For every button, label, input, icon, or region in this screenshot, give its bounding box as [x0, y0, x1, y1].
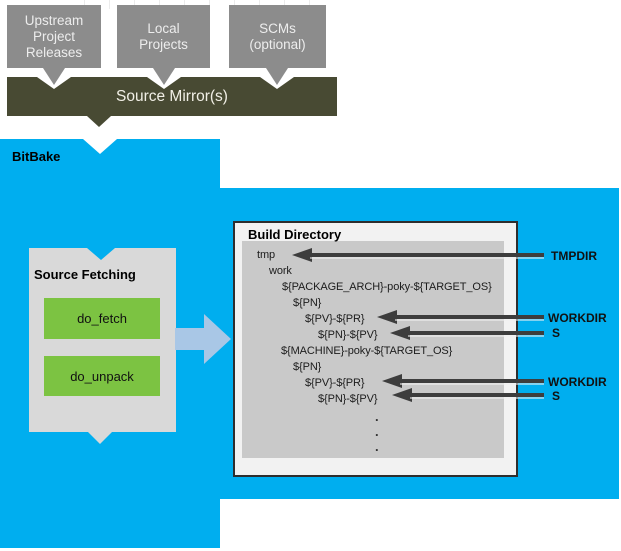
tree-line-pv-pr-2: ${PV}-${PR}: [305, 377, 365, 389]
tree-line-pn-pv: ${PN}-${PV}: [318, 329, 378, 341]
local-projects-label: Local Projects: [139, 20, 188, 52]
do-unpack-task-box: do_unpack: [44, 356, 160, 396]
workdir-arrow: [400, 379, 544, 383]
tree-line-pn-pv-2: ${PN}-${PV}: [318, 393, 378, 405]
bitbake-connector-notch: [83, 139, 117, 154]
tmpdir-arrow: [310, 253, 544, 257]
directory-tree-panel: [242, 241, 504, 458]
s-arrow: [408, 331, 544, 335]
do-fetch-task-box: do_fetch: [44, 298, 160, 339]
s-label: S: [552, 326, 561, 340]
connector-tab: [153, 68, 175, 85]
bitbake-label: BitBake: [12, 149, 61, 164]
source-fetching-title: Source Fetching: [34, 267, 136, 282]
tree-line-work: work: [269, 265, 292, 277]
scms-box: SCMs (optional): [229, 5, 326, 68]
s-arrow: [410, 393, 544, 397]
connector-tab: [266, 68, 288, 85]
tmpdir-label: TMPDIR: [551, 249, 597, 263]
workdir-label: WORKDIR: [548, 311, 607, 325]
scms-label: SCMs (optional): [249, 20, 306, 52]
tree-line-machine: ${MACHINE}-poky-${TARGET_OS}: [281, 345, 453, 357]
upstream-project-releases-box: Upstream Project Releases: [7, 5, 101, 68]
s-label: S: [552, 389, 561, 403]
workdir-arrow-icon: [377, 310, 397, 324]
mirror-connector-tab: [87, 116, 111, 127]
workdir-arrow-icon: [382, 374, 402, 388]
background-grid-artifact: [84, 0, 332, 9]
tree-line-package-arch: ${PACKAGE_ARCH}-poky-${TARGET_OS}: [282, 281, 492, 293]
tree-line-pv-pr: ${PV}-${PR}: [305, 313, 365, 325]
source-fetching-connector-tab: [88, 432, 112, 444]
bitbake-region: [0, 499, 220, 548]
workdir-arrow: [395, 315, 544, 319]
ellipsis-dot: .: [375, 424, 379, 439]
source-fetching-connector-notch: [87, 248, 115, 260]
local-projects-box: Local Projects: [117, 5, 210, 68]
build-directory-title: Build Directory: [248, 227, 342, 242]
flow-arrow-shaft: [175, 328, 204, 350]
tree-line-tmp: tmp: [257, 249, 276, 261]
do-unpack-label: do_unpack: [70, 368, 134, 384]
s-arrow-icon: [392, 388, 412, 402]
flow-arrow-head: [204, 314, 231, 364]
upstream-project-releases-label: Upstream Project Releases: [24, 12, 84, 60]
workdir-label: WORKDIR: [548, 375, 607, 389]
tmpdir-arrow-icon: [292, 248, 312, 262]
s-arrow-icon: [390, 326, 410, 340]
connector-tab: [43, 68, 65, 85]
ellipsis-dot: .: [375, 439, 379, 454]
tree-line-pn-2: ${PN}: [293, 361, 322, 373]
source-mirrors-label: Source Mirror(s): [116, 87, 228, 105]
ellipsis-dot: .: [375, 409, 379, 424]
tree-line-pn: ${PN}: [293, 297, 322, 309]
do-fetch-label: do_fetch: [77, 311, 127, 326]
source-fetching-panel: [29, 248, 176, 432]
